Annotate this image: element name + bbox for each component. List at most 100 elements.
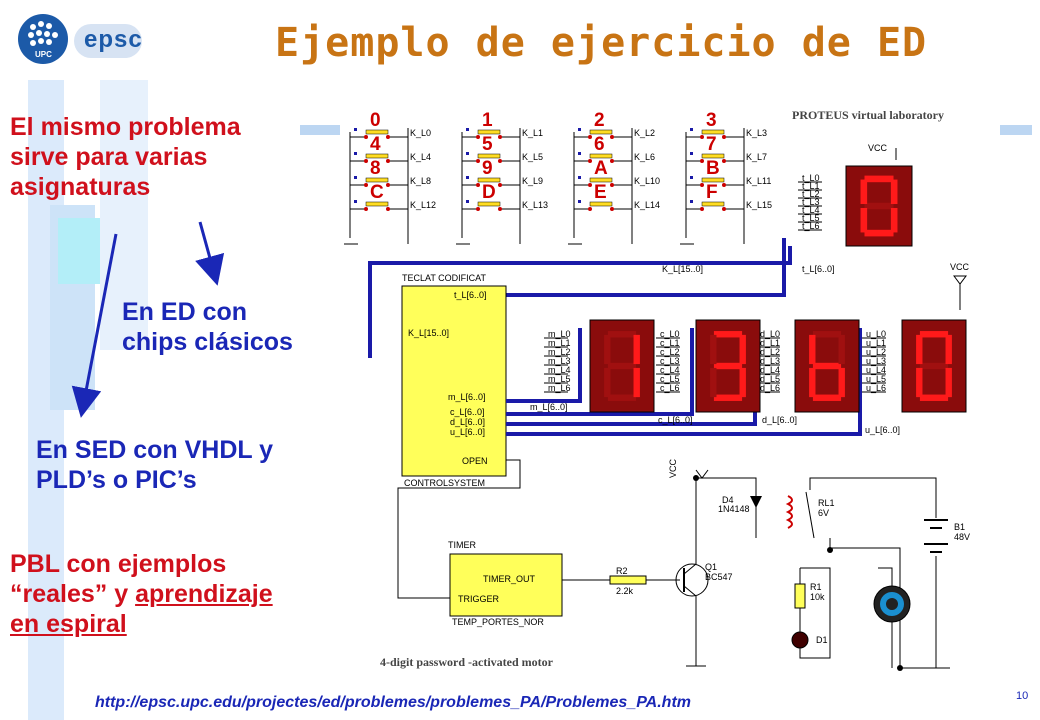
signal-label: d_L6 [760,383,780,393]
keypad-key-char: 5 [482,134,493,155]
signal-label: u_L4 [866,365,886,375]
keypad-net-label: K_L1 [522,128,543,138]
keypad-net-label: K_L7 [746,152,767,162]
display-segment [864,229,894,237]
epsc-logo-text: epsc [84,26,143,53]
r1-value: 10k [810,592,825,602]
encoder-pin-k: K_L[15..0] [408,328,449,338]
keypad-switch [589,153,613,159]
display-segment [809,334,816,365]
arrow-to-ed [195,221,225,286]
signal-label: m_L3 [548,356,571,366]
display-segment [919,331,949,338]
display-segment [945,367,952,398]
text-mismo-problema: El mismo problema sirve para varias asig… [10,112,241,202]
signal-label: m_L0 [548,329,571,339]
display-segment [890,207,898,233]
display-segment [607,331,637,338]
encoder-pin-u: u_L[6..0] [450,427,485,437]
keypad-key-char: 1 [482,110,493,131]
epsc-logo: epsc [74,24,142,58]
caption-bottom: 4-digit password -activated motor [380,655,554,669]
display-segment [809,367,816,398]
text-fragment: “reales” y [10,580,136,608]
bus-u-label: u_L[6..0] [865,425,900,435]
timer-name: TIMER [448,540,476,550]
source-url[interactable]: http://epsc.upc.edu/projectes/ed/problem… [95,694,691,711]
keypad-key-char: 2 [594,110,605,131]
keypad-switch [589,177,613,183]
text-ed-chips: En ED con chips clásicos [122,297,293,357]
signal-label: t_L1 [802,181,820,191]
signal-label: u_L2 [866,347,886,357]
svg-text:UPC: UPC [35,50,52,59]
r2-label: R2 [616,566,628,576]
text-line: asignaturas [10,173,151,201]
keypad-net-label: K_L0 [410,128,431,138]
keypad-net-label: K_L13 [522,200,548,210]
text-line: PLD’s o PIC’s [36,466,197,494]
display-segment [607,362,637,370]
arrows [71,221,225,418]
text-line: El mismo problema [10,113,241,141]
display-segment [838,334,845,365]
keypad-net-label: K_L15 [746,200,772,210]
display-segment [860,179,868,205]
display-segment [919,394,949,401]
keypad-net-label: K_L12 [410,200,436,210]
signal-label: u_L3 [866,356,886,366]
text-line: En SED con VHDL y [36,436,274,464]
display-segment [713,331,743,338]
upc-logo: UPC [18,14,68,64]
bus-c [506,328,694,416]
signal-label: t_L0 [802,173,820,183]
keypad-net-label: K_L14 [634,200,660,210]
keypad-switch [589,129,613,135]
signal-label: m_L5 [548,374,571,384]
encoder-pin-open: OPEN [462,456,488,466]
signal-label: d_L2 [760,347,780,357]
keypad-key-char: E [594,182,607,203]
bus-k-label: K_L[15..0] [662,264,703,274]
display-segment [710,334,717,365]
signal-label: c_L5 [660,374,680,384]
display-segment [633,367,640,398]
signal-label: c_L6 [660,383,680,393]
bus-k [368,246,792,358]
r2-value: 2.2k [616,586,634,596]
text-line: “reales” y aprendizaje [10,579,273,609]
display-segment [739,367,746,398]
keypad-key-char: D [482,182,496,203]
signal-label: t_L4 [802,205,820,215]
d1-label: D1 [816,635,828,645]
text-fragment-underlined: aprendizaje [135,580,273,608]
display-segment [633,334,640,365]
keypad-switch [477,177,501,183]
signal-label: c_L1 [660,338,680,348]
encoder-chip: TECLAT CODIFICAT t_L[6..0] K_L[15..0] m_… [401,273,507,488]
signal-label: c_L2 [660,347,680,357]
keypad-switch [701,177,725,183]
keypad-net-label: K_L3 [746,128,767,138]
keypad-key-char: C [370,182,384,203]
d4-label: D4 [722,495,734,505]
bus-t-label: t_L[6..0] [802,264,835,274]
keypad-switch [477,201,501,207]
arrow-to-sed [71,233,118,418]
page-title: Ejemplo de ejercicio de ED [275,20,928,66]
display-segment [607,394,637,401]
text-line: chips clásicos [122,328,293,356]
signal-label: m_L2 [548,347,571,357]
t-signals: t_L0t_L1t_L2t_L3t_L4t_L5t_L6 [798,173,822,231]
encoder-footer: CONTROLSYSTEM [404,478,485,488]
signal-label: u_L5 [866,374,886,384]
keypad-key-char: F [706,182,718,203]
keypad: 0K_L04K_L48K_L8CK_L121K_L15K_L59K_L9DK_L… [344,110,772,245]
keypad-switch [701,201,725,207]
keypad-net-label: K_L6 [634,152,655,162]
keypad-net-label: K_L2 [634,128,655,138]
text-sed-vhdl: En SED con VHDL y PLD’s o PIC’s [36,435,273,495]
signal-label: u_L1 [866,338,886,348]
display-segment [838,367,845,398]
bus-m-label: m_L[6..0] [530,402,568,412]
